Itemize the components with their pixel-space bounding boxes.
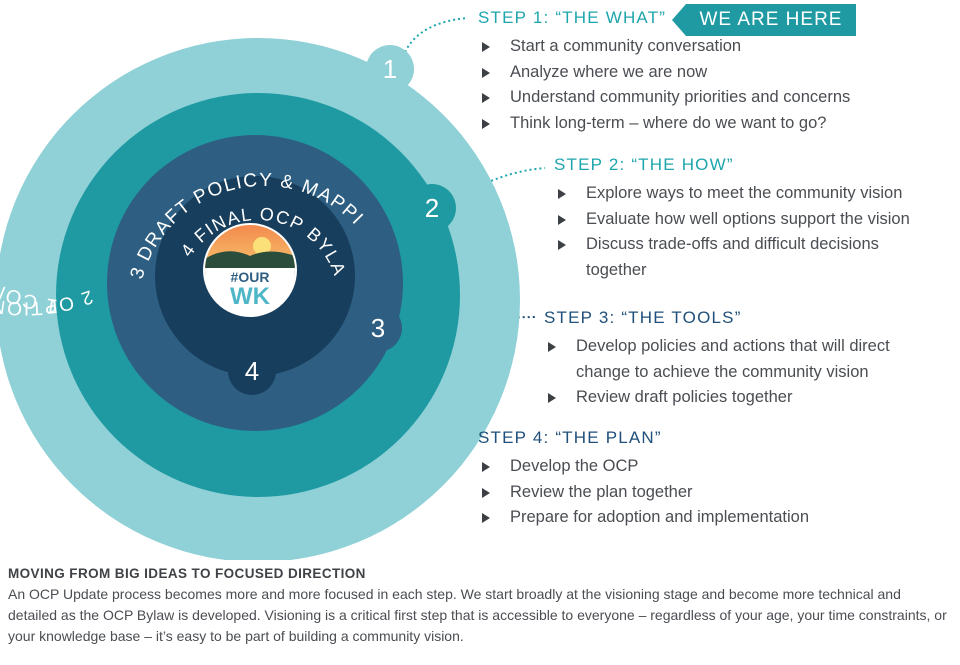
list-item: Understand community priorities and conc… <box>480 85 850 111</box>
ring-4-number-bubble: 4 <box>228 347 276 395</box>
svg-text:4: 4 <box>245 356 259 386</box>
step-2-title: STEP 2: “THE HOW” <box>554 155 734 174</box>
connector-step1 <box>404 17 469 53</box>
step-3-title: STEP 3: “THE TOOLS” <box>544 308 742 327</box>
bullet-arrow-icon <box>558 240 566 250</box>
step-1: STEP 1: “THE WHAT” Start a community con… <box>478 8 850 136</box>
bullet-arrow-icon <box>548 393 556 403</box>
we-are-here-badge: WE ARE HERE <box>672 4 856 36</box>
svg-text:2: 2 <box>425 193 439 223</box>
step-4: STEP 4: “THE PLAN” Develop the OCP Revie… <box>478 428 809 531</box>
step-3: STEP 3: “THE TOOLS” Develop policies and… <box>544 308 954 411</box>
list-item: Develop the OCP <box>480 454 809 480</box>
list-item: Start a community conversation <box>480 34 850 60</box>
list-item: Analyze where we are now <box>480 60 850 86</box>
svg-text:1: 1 <box>383 54 397 84</box>
step-1-title: STEP 1: “THE WHAT” <box>478 8 667 27</box>
list-item: Discuss trade-offs and difficult decisio… <box>556 232 926 283</box>
badge-label: WE ARE HERE <box>699 9 843 30</box>
bullet-arrow-icon <box>482 42 490 52</box>
bullet-arrow-icon <box>482 93 490 103</box>
ring-1-number-bubble: 1 <box>366 45 414 93</box>
bullet-arrow-icon <box>482 118 490 129</box>
logo-line-1: #OUR <box>231 269 270 285</box>
svg-text:3: 3 <box>371 313 385 343</box>
list-item: Explore ways to meet the community visio… <box>556 181 954 207</box>
bullet-arrow-icon <box>548 342 556 352</box>
list-item: Develop policies and actions that will d… <box>546 334 946 385</box>
bullet-arrow-icon <box>558 189 566 199</box>
ring-2-number-bubble: 2 <box>408 184 456 232</box>
list-item: Review draft policies together <box>546 385 954 411</box>
step-4-title: STEP 4: “THE PLAN” <box>478 428 662 447</box>
ring-3-number-bubble: 3 <box>354 304 402 352</box>
logo-line-2: WK <box>230 283 271 310</box>
bullet-arrow-icon <box>482 513 490 523</box>
footer-description: MOVING FROM BIG IDEAS TO FOCUSED DIRECTI… <box>8 566 953 647</box>
bullet-arrow-icon <box>482 462 490 472</box>
footer-body: An OCP Update process becomes more and m… <box>8 586 947 644</box>
list-item: Prepare for adoption and implementation <box>480 505 809 531</box>
list-item: Think long-term – where do we want to go… <box>480 111 850 137</box>
list-item: Evaluate how well options support the vi… <box>556 207 954 233</box>
process-diagram: 1 COMMUNITY VISIONING PROCESS 2 OPTIONS … <box>0 17 546 560</box>
list-item: Review the plan together <box>480 480 809 506</box>
bullet-arrow-icon <box>482 487 490 498</box>
footer-title: MOVING FROM BIG IDEAS TO FOCUSED DIRECTI… <box>8 566 366 581</box>
bullet-arrow-icon <box>558 214 566 225</box>
bullet-arrow-icon <box>482 67 490 78</box>
step-2: STEP 2: “THE HOW” Explore ways to meet t… <box>554 155 954 283</box>
